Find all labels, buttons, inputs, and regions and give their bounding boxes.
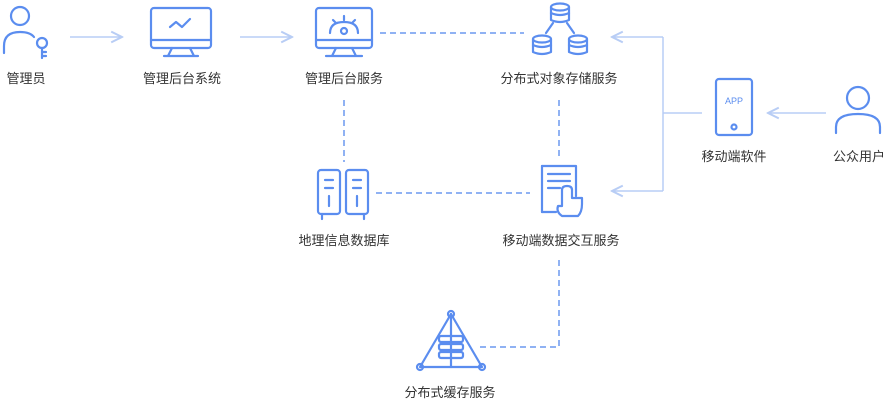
server-rack-icon [316,168,370,221]
pyramid-cache-icon [415,309,487,372]
dashed-links [343,32,560,348]
label-admin-service: 管理后台服务 [304,72,384,87]
phone-screen-text: APP [725,96,743,106]
label-geo-db: 地理信息数据库 [298,234,390,249]
flow-arrows [70,37,826,191]
label-public-user: 公众用户 [832,150,886,165]
label-object-storage: 分布式对象存储服务 [500,72,618,87]
label-mobile-data: 移动端数据交互服务 [502,234,620,249]
document-touch-icon [540,164,584,218]
gear-monitor-icon [314,6,374,58]
label-admin: 管理员 [6,72,46,87]
user-icon [834,85,882,135]
admin-key-icon [2,5,49,60]
label-admin-system: 管理后台系统 [142,72,222,87]
link-mobile-data-cache [480,260,560,348]
phone-icon [714,77,754,137]
monitor-icon [149,6,213,58]
label-cache: 分布式缓存服务 [404,386,496,401]
label-mobile-app: 移动端软件 [701,150,767,165]
database-cluster-icon [531,2,589,56]
